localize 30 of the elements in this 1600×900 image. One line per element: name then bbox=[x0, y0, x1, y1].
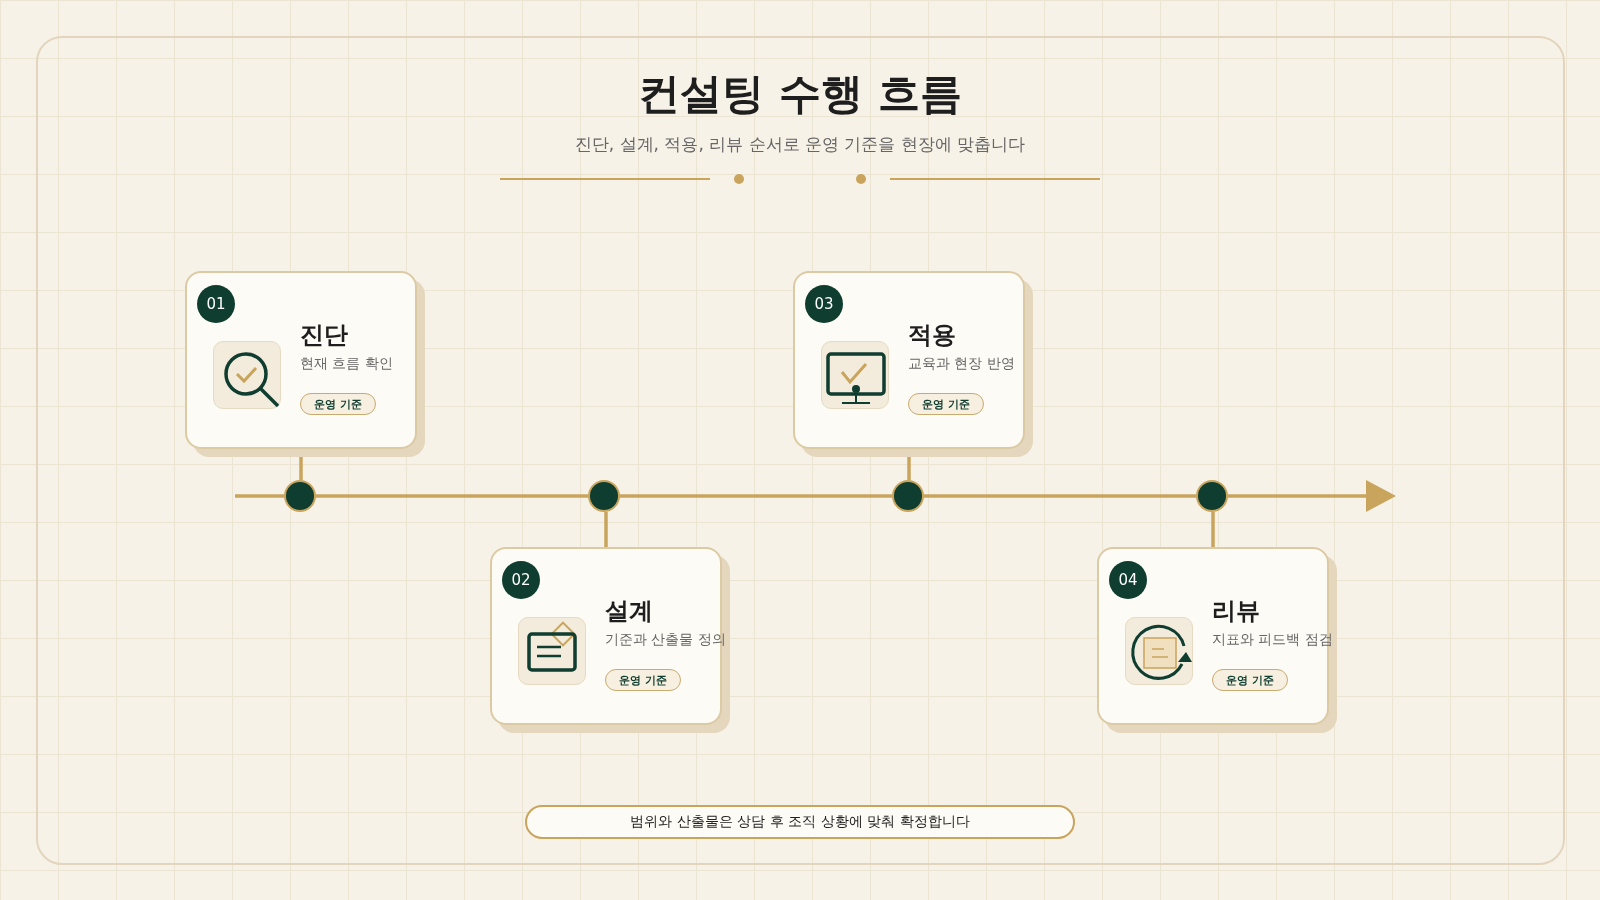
connector-line bbox=[1211, 512, 1215, 547]
timeline-line bbox=[924, 494, 1196, 498]
step-title: 적용 bbox=[908, 320, 956, 351]
tag-pill: 운영 기준 bbox=[605, 669, 681, 691]
timeline-dot bbox=[892, 480, 924, 512]
subtitle: 진단, 설계, 적용, 리뷰 순서로 운영 기준을 현장에 맞춥니다 bbox=[573, 133, 1027, 156]
title: 컨설팅 수행 흐름 bbox=[637, 68, 963, 120]
tag-pill: 운영 기준 bbox=[908, 393, 984, 415]
timeline-dot bbox=[1196, 480, 1228, 512]
step-number-badge: 04 bbox=[1109, 561, 1147, 599]
timeline-line bbox=[316, 494, 588, 498]
step-title: 진단 bbox=[300, 320, 348, 351]
note-pill: 범위와 산출물은 상담 후 조직 상황에 맞춰 확정합니다 bbox=[525, 805, 1075, 839]
step-title: 설계 bbox=[605, 596, 653, 627]
step-description: 교육과 현장 반영 bbox=[908, 355, 1015, 373]
timeline-dot bbox=[284, 480, 316, 512]
step-description: 기준과 산출물 정의 bbox=[605, 631, 726, 649]
step-description: 지표와 피드백 점검 bbox=[1212, 631, 1333, 649]
timeline-arrow bbox=[1228, 480, 1396, 512]
step-description: 현재 흐름 확인 bbox=[300, 355, 393, 373]
timeline-line bbox=[235, 494, 284, 498]
step-number-badge: 02 bbox=[502, 561, 540, 599]
connector-line bbox=[604, 512, 608, 547]
step-title: 리뷰 bbox=[1212, 596, 1260, 627]
tag-pill: 운영 기준 bbox=[300, 393, 376, 415]
timeline-dot bbox=[588, 480, 620, 512]
step-number-badge: 01 bbox=[197, 285, 235, 323]
tag-pill: 운영 기준 bbox=[1212, 669, 1288, 691]
timeline-line bbox=[620, 494, 892, 498]
step-number-badge: 03 bbox=[805, 285, 843, 323]
